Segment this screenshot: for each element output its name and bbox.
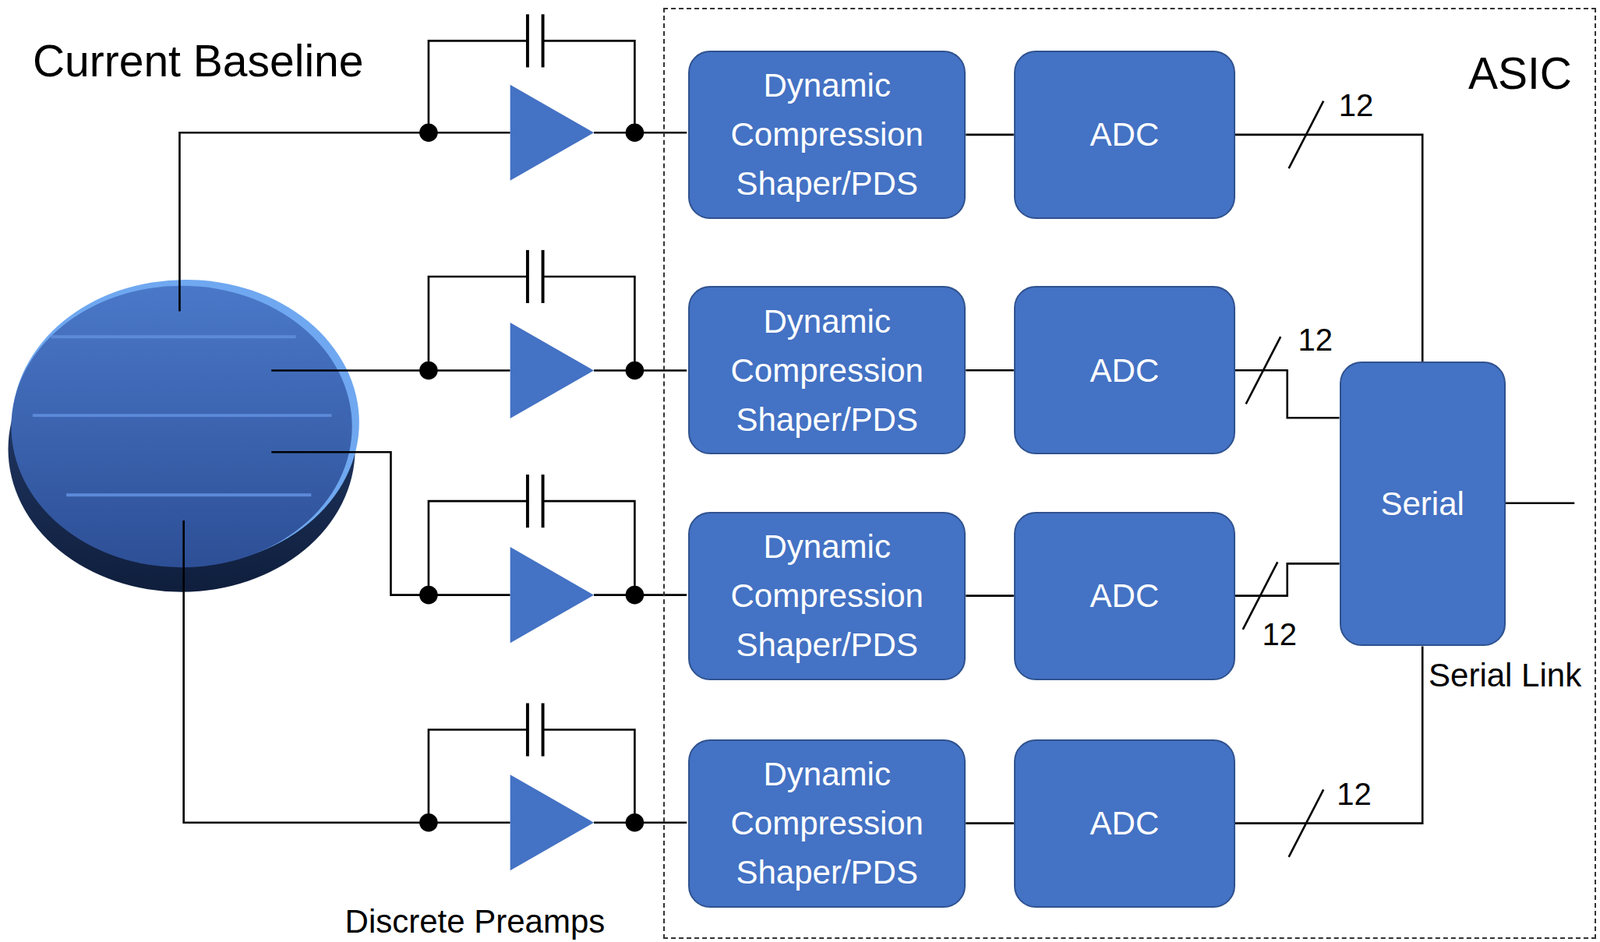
bus-slash (1289, 101, 1325, 169)
bus-width: 12 (1338, 87, 1374, 124)
bus-slash (1246, 336, 1282, 404)
serializer-box: Serial (1339, 361, 1506, 647)
box-label: ADC (1090, 571, 1160, 621)
process-box: Dynamic Compression Shaper/PDS (688, 50, 966, 219)
bus-slash (1289, 789, 1325, 857)
box-label: ADC (1090, 346, 1160, 396)
signal-line (965, 822, 1014, 825)
process-box: Dynamic Compression Shaper/PDS (688, 512, 966, 681)
box-label: ADC (1090, 798, 1160, 848)
process-box: ADC (1013, 286, 1236, 455)
box-label: ADC (1090, 109, 1160, 159)
group-label: Discrete Preamps (345, 903, 606, 941)
preamp-symbols (419, 14, 687, 871)
box-label: Serial (1381, 479, 1465, 529)
signal-line (1235, 563, 1340, 596)
bus-width: 12 (1336, 776, 1372, 813)
detector-wires (179, 132, 428, 823)
box-label: Dynamic Compression Shaper/PDS (700, 522, 954, 670)
diagram-title: Current Baseline (32, 35, 364, 88)
link-label: Serial Link (1428, 656, 1582, 695)
region-title: ASIC (1468, 48, 1572, 100)
signal-line (965, 369, 1014, 372)
process-box: Dynamic Compression Shaper/PDS (688, 286, 966, 455)
bus-width: 12 (1297, 321, 1333, 358)
signal-line (965, 594, 1014, 597)
process-box: ADC (1013, 50, 1236, 219)
signal-line (1235, 646, 1423, 823)
box-label: Dynamic Compression Shaper/PDS (700, 296, 954, 445)
box-label: Dynamic Compression Shaper/PDS (700, 749, 954, 898)
signal-line (1235, 134, 1423, 362)
signal-line (965, 134, 1014, 137)
bus-width: 12 (1262, 616, 1298, 653)
process-box: ADC (1013, 739, 1236, 908)
box-label: Dynamic Compression Shaper/PDS (700, 60, 954, 209)
process-box: Dynamic Compression Shaper/PDS (688, 739, 966, 908)
process-box: ADC (1013, 512, 1236, 681)
serial-output (1504, 502, 1575, 504)
asic-region: ASIC Dynamic Compression Shaper/PDS ADC Dyn… (663, 7, 1597, 939)
